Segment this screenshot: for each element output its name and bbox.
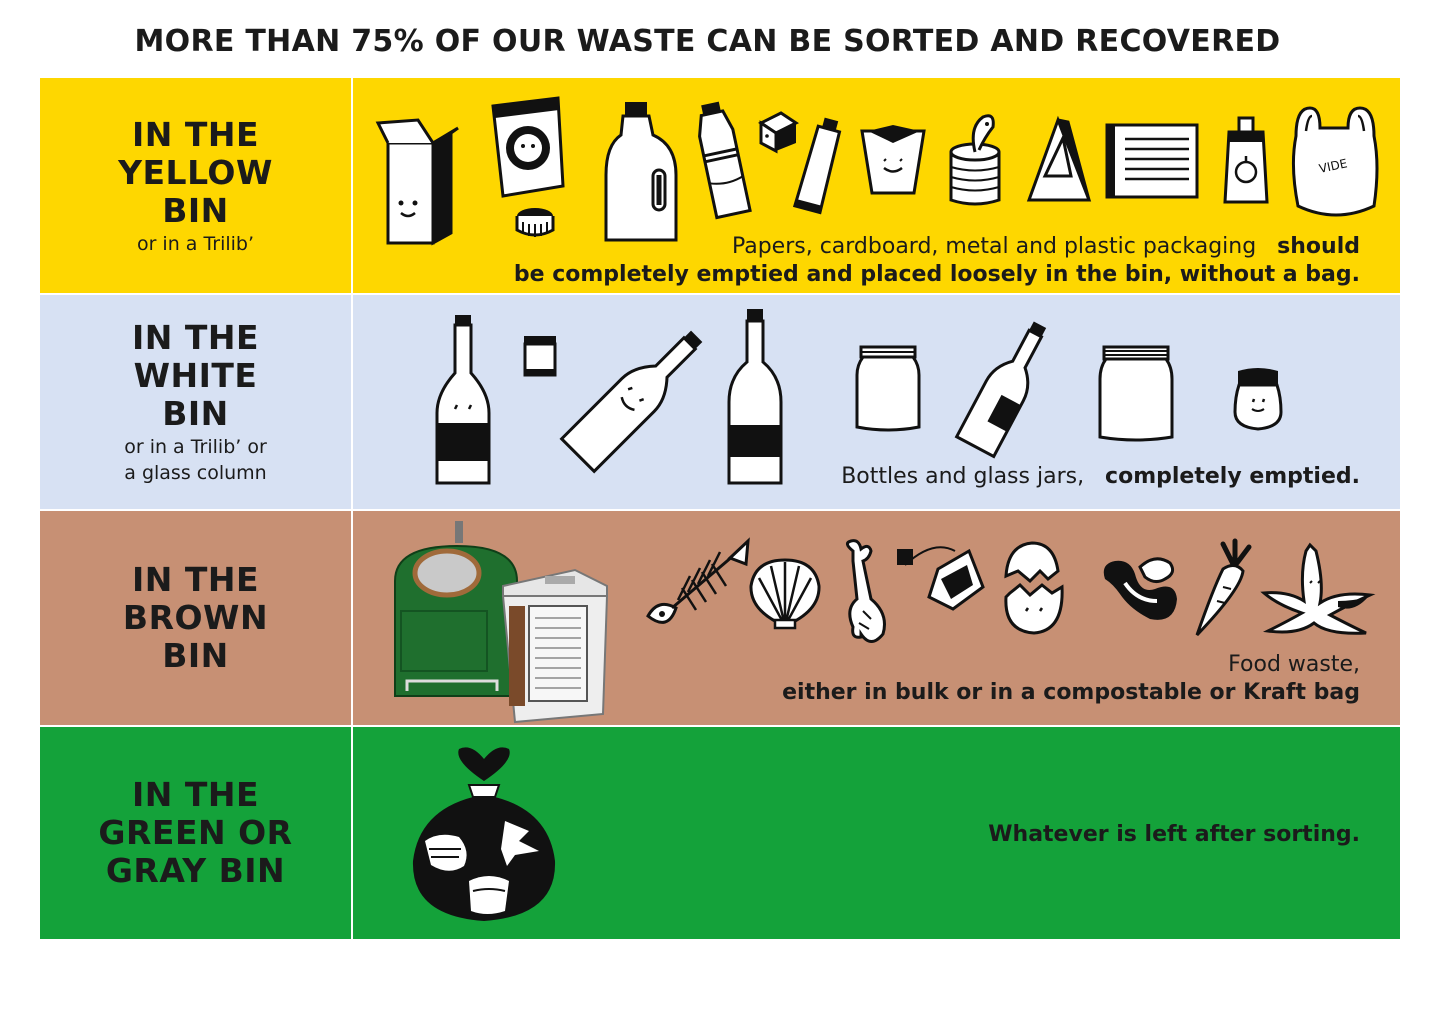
green-gray-bin-description: Whatever is left after sorting. (988, 821, 1360, 849)
yellow-bin-description: Papers, cardboard, metal and plastic pac… (514, 233, 1360, 289)
row-white-bin: IN THE WHITE BIN or in a Trilib’ or a gl… (40, 295, 1400, 509)
bin-title-line: IN THE (131, 560, 260, 599)
bin-title-line: BIN (162, 394, 229, 433)
chicken-bone-icon (846, 539, 886, 643)
bin-title-line: GREEN OR (98, 813, 293, 852)
row-yellow-bin: IN THE YELLOW BIN or in a Trilib’ (40, 78, 1400, 293)
trash-bag-icon (412, 747, 556, 921)
brown-bin-icons (353, 511, 1400, 725)
sorting-table: IN THE YELLOW BIN or in a Trilib’ (40, 78, 1400, 939)
bin-title-line: BIN (162, 190, 229, 230)
green-gray-bin-icons (353, 727, 1400, 939)
bin-subtitle: or in a Trilib’ or (124, 436, 267, 458)
eggshell-icon (1004, 541, 1064, 635)
carrot-icon (1195, 538, 1252, 637)
column-divider (351, 511, 353, 725)
small-jar-icon (523, 336, 557, 377)
shell-icon (749, 558, 821, 630)
bottle-cap-icon (515, 208, 555, 237)
row-green-gray-bin: IN THE GREEN OR GRAY BIN What (40, 727, 1400, 939)
newspaper-icon (1105, 123, 1199, 199)
white-bin-description-text: Bottles and glass jars, completely empti… (841, 463, 1360, 491)
green-gray-bin-content: Whatever is left after sorting. (353, 727, 1400, 939)
brown-bin-content: Food waste, either in bulk or in a compo… (353, 511, 1400, 725)
fruit-peel-icon (1103, 557, 1177, 620)
tilted-small-bottle-icon (954, 321, 1047, 459)
brown-bin-label: IN THE BROWN BIN (40, 511, 351, 725)
bin-title-line: YELLOW (118, 152, 273, 192)
column-divider (351, 727, 353, 939)
banana-peel-icon (1260, 542, 1376, 635)
column-divider (351, 295, 353, 509)
row-brown-bin: IN THE BROWN BIN (40, 511, 1400, 725)
bin-title-line: WHITE (133, 356, 258, 395)
fish-bone-icon (646, 537, 750, 624)
desc-text: Bottles and glass jars, (841, 464, 1085, 489)
column-divider (351, 78, 353, 293)
tilted-bottle-icon (559, 330, 703, 474)
desc-bold: should (1277, 234, 1360, 259)
small-carton-icon (758, 111, 799, 154)
yogurt-cup-icon (860, 125, 926, 195)
page-title: MORE THAN 75% OF OUR WASTE CAN BE SORTED… (134, 24, 1281, 59)
wine-bottle-icon (435, 315, 491, 485)
desc-text: Papers, cardboard, metal and plastic pac… (731, 234, 1257, 259)
bin-title-line: BIN (162, 636, 229, 675)
plastic-bag-icon: VIDE (1291, 106, 1379, 217)
tall-bottle-icon (727, 309, 783, 485)
desc-bold: be completely emptied and placed loosely… (513, 262, 1360, 287)
yellow-bin-label: IN THE YELLOW BIN or in a Trilib’ (40, 78, 351, 293)
compost-container-icon (394, 521, 518, 697)
detergent-bottle-icon (604, 102, 678, 242)
bin-subtitle: or in a Trilib’ (136, 232, 255, 255)
white-bin-label: IN THE WHITE BIN or in a Trilib’ or a gl… (40, 295, 351, 509)
bin-title-line: IN THE (131, 775, 260, 814)
yellow-bin-content: VIDE Papers, cardboard, metal and plasti… (353, 78, 1400, 293)
white-bin-icons (353, 295, 1400, 509)
brown-bin-description: Food waste, either in bulk or in a compo… (782, 651, 1360, 707)
bin-title-line: BROWN (122, 598, 269, 637)
jar-icon (855, 345, 921, 432)
desc-bold: Whatever is left after sorting. (988, 822, 1360, 847)
tube-icon (792, 117, 842, 215)
desc-text: Food waste, (1228, 652, 1360, 677)
bag-text: VIDE (1318, 156, 1349, 176)
bin-title-line: GRAY BIN (105, 851, 286, 890)
white-bin-content: Bottles and glass jars, completely empti… (353, 295, 1400, 509)
cereal-box-icon (375, 118, 459, 246)
desc-bold: completely emptied. (1105, 464, 1360, 489)
bin-title-line: IN THE (131, 114, 260, 154)
compost-bin-icon (501, 568, 609, 724)
desc-bold: either in bulk or in a compostable or Kr… (782, 680, 1360, 705)
large-jar-icon (1098, 345, 1174, 442)
green-gray-bin-label: IN THE GREEN OR GRAY BIN (40, 727, 351, 939)
juice-box-icon (1223, 116, 1269, 204)
baby-food-jar-icon (1233, 368, 1283, 431)
bin-title-line: IN THE (131, 318, 260, 357)
yellow-bin-icons: VIDE (353, 78, 1400, 293)
sandwich-pack-icon (1026, 115, 1092, 202)
tea-bag-icon (897, 546, 985, 611)
tin-can-icon (949, 114, 1001, 206)
plastic-bottle-icon (698, 101, 752, 220)
chip-bag-icon (491, 96, 565, 198)
bin-subtitle: a glass column (124, 462, 267, 484)
